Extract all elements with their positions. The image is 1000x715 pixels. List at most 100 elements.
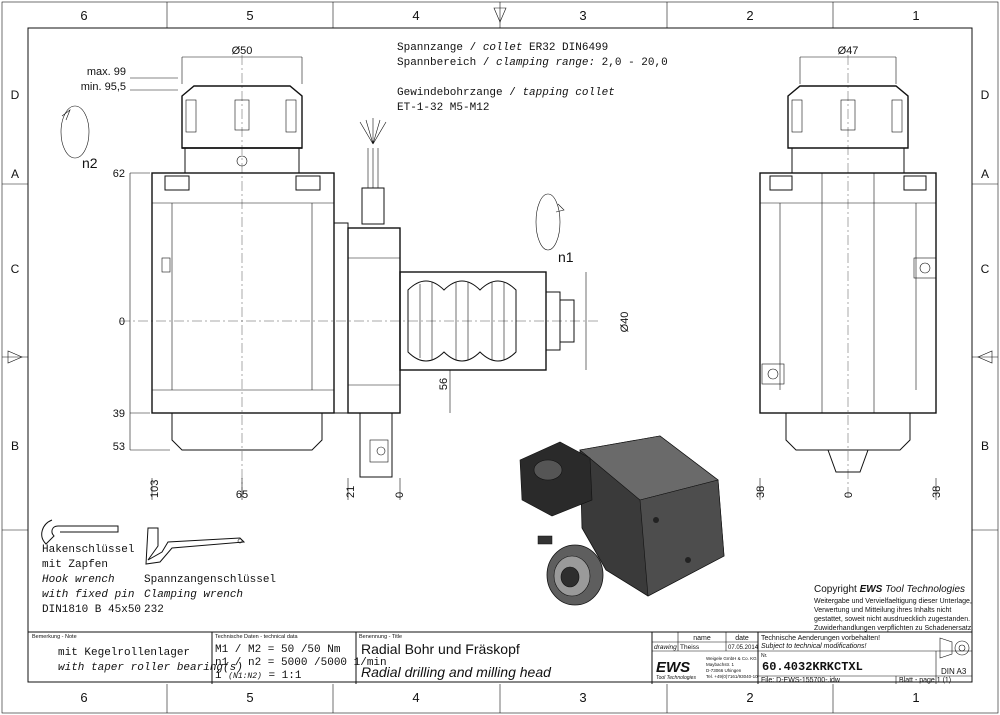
svg-text:Gewindebohrzange / tapping col: Gewindebohrzange / tapping collet [397,87,615,99]
dim-65: 65 [236,489,248,501]
tech-header: Technische Daten - technical data [215,634,298,640]
svg-text:Tel. +49(0)7161/93040-10: Tel. +49(0)7161/93040-10 [706,674,758,679]
clamping-wrench: Spannzangenschlüssel Clamping wrench 232 [144,527,276,616]
copyright-notice: Copyright EWS Tool Technologies Weiterga… [814,584,973,632]
centering-arrow-top-icon [493,7,507,23]
col-date-header: date [735,635,749,642]
hook-wrench: Hakenschlüssel mit Zapfen Hook wrench wi… [41,519,141,616]
col-name-header: name [693,635,711,642]
zone-bottom-2: 2 [746,690,753,705]
dim-0-bottom: 0 [394,492,406,498]
zone-right-D: D [981,88,990,102]
title-de: Radial Bohr und Fräskopf [361,641,520,657]
dim-56: 56 [438,378,450,390]
note-header: Bemerkung - Note [32,634,77,640]
part-no-label: Nr. [761,653,767,659]
title-header: Benennung - Title [359,634,402,640]
dim-dia-47: Ø47 [838,45,859,57]
svg-text:gestattet, soweit nicht ausdru: gestattet, soweit nicht ausdruecklich zu… [814,616,970,623]
zone-top-2: 2 [746,8,753,23]
svg-text:Zuwiderhandlungen verpflichten: Zuwiderhandlungen verpflichten zu Schade… [814,625,973,632]
front-view: Ø50 max. 99 min. 95,5 62 0 39 53 56 Ø40 … [60,45,631,501]
file-name: File: D-EWS-155700-.idw [761,677,841,684]
dim-53: 53 [113,441,125,453]
dim-0-left: 0 [119,316,125,328]
tech-torque: M1 / M2 = 50 /50 Nm [215,644,341,656]
zone-left-C: C [11,262,20,276]
paper-size: DIN A3 [941,667,967,676]
hook-wrench-icon [41,519,119,545]
clamping-wrench-no: 232 [144,604,164,616]
zone-top-6: 6 [80,8,87,23]
zone-left-B: B [11,439,19,453]
frame-bottom-zones: 6 5 4 3 2 1 [80,684,920,713]
dim-39: 39 [113,408,125,420]
title-en: Radial drilling and milling head [361,664,552,680]
clamping-wrench-icon [145,527,246,565]
changes-en: Subject to technical modifications! [761,643,866,650]
svg-text:Spannbereich / clamping range:: Spannbereich / clamping range: 2,0 - 20,… [397,57,668,69]
svg-text:Maybachstr. 1: Maybachstr. 1 [706,662,735,667]
hook-wrench-en-2: with fixed pin [42,589,134,601]
hook-wrench-en-1: Hook wrench [42,574,115,586]
zone-bottom-4: 4 [412,690,419,705]
note-line-1: mit Kegelrollenlager [58,647,190,659]
part-number: 60.4032KRKCTXL [762,660,863,674]
tech-speed: n1 / n2 = 5000 /5000 1/min [215,657,387,669]
side-collet-nut [787,85,909,149]
frame-top-zones: 6 5 4 3 2 1 [80,2,920,28]
clamping-wrench-en: Clamping wrench [144,589,243,601]
dim-103: 103 [149,480,161,498]
zone-bottom-1: 1 [912,690,919,705]
zone-top-1: 1 [912,8,919,23]
svg-text:Weitergabe und Vervielfaeltigu: Weitergabe und Vervielfaeltigung dieser … [814,598,972,605]
hook-wrench-de-2: mit Zapfen [42,559,108,571]
side-view: Ø47 38 0 38 [755,45,943,500]
centering-arrow-right-icon [977,350,993,364]
rotation-n1-icon [535,193,561,251]
hook-wrench-de-1: Hakenschlüssel [42,544,134,556]
clamping-wrench-de: Spannzangenschlüssel [144,574,276,586]
dim-0-side: 0 [843,492,855,498]
rotation-n2-icon [60,105,90,159]
dim-min-95: min. 95,5 [81,81,126,93]
sheet-number: Blatt - page 1 (1) [899,677,951,684]
zone-left-A: A [11,167,19,181]
svg-text:D-73066 Uhingen: D-73066 Uhingen [706,668,742,673]
isometric-render [519,435,725,606]
note-line-2: with taper roller bearing(s) [58,662,243,674]
zone-top-3: 3 [579,8,586,23]
centering-arrow-left-icon [7,350,23,364]
zone-bottom-6: 6 [80,690,87,705]
dim-62: 62 [113,168,125,180]
changes-de: Technische Aenderungen vorbehalten! [761,635,880,642]
svg-text:Spannzange / collet ER32 D: Spannzange / collet ER32 DIN6499 [397,42,608,54]
dim-dia-50: Ø50 [232,45,253,57]
speed-n2-label: n2 [82,155,98,171]
zone-bottom-3: 3 [579,690,586,705]
spec-notes: Spannzange / collet ER32 DIN6499 Spannbe… [397,42,668,114]
svg-text:Weigele GmbH & Co. KG: Weigele GmbH & Co. KG [706,656,757,661]
svg-text:Copyright EWS Tool Technologie: Copyright EWS Tool Technologies [814,584,965,595]
zone-right-A: A [981,167,989,181]
frame-row-zones: D C B A D C B A [2,88,998,531]
housing-body [151,172,335,414]
zone-right-C: C [981,262,990,276]
svg-text:Verwertung und Mitteilung ihre: Verwertung und Mitteilung ihres Inhalts … [814,607,951,614]
projection-symbol-icon [939,637,970,659]
svg-text:i (N1:N2) = 1:1: i (N1:N2) = 1:1 [215,670,302,682]
dim-38-right: 38 [931,486,943,498]
dim-dia-40: Ø40 [619,312,631,333]
ews-logo-sub: Tool Technologies [656,675,696,681]
dim-max-99: max. 99 [87,66,126,78]
speed-n1-label: n1 [558,249,574,265]
tapping-collet-spec: ET-1-32 M5-M12 [397,102,489,114]
dim-21: 21 [345,486,357,498]
zone-right-B: B [981,439,989,453]
drawer-name: Theiss [680,644,700,651]
title-block: Bemerkung - Note mit Kegelrollenlager wi… [28,631,972,684]
row-drawing-label: drawing [654,644,677,651]
zone-top-4: 4 [412,8,419,23]
zone-bottom-5: 5 [246,690,253,705]
